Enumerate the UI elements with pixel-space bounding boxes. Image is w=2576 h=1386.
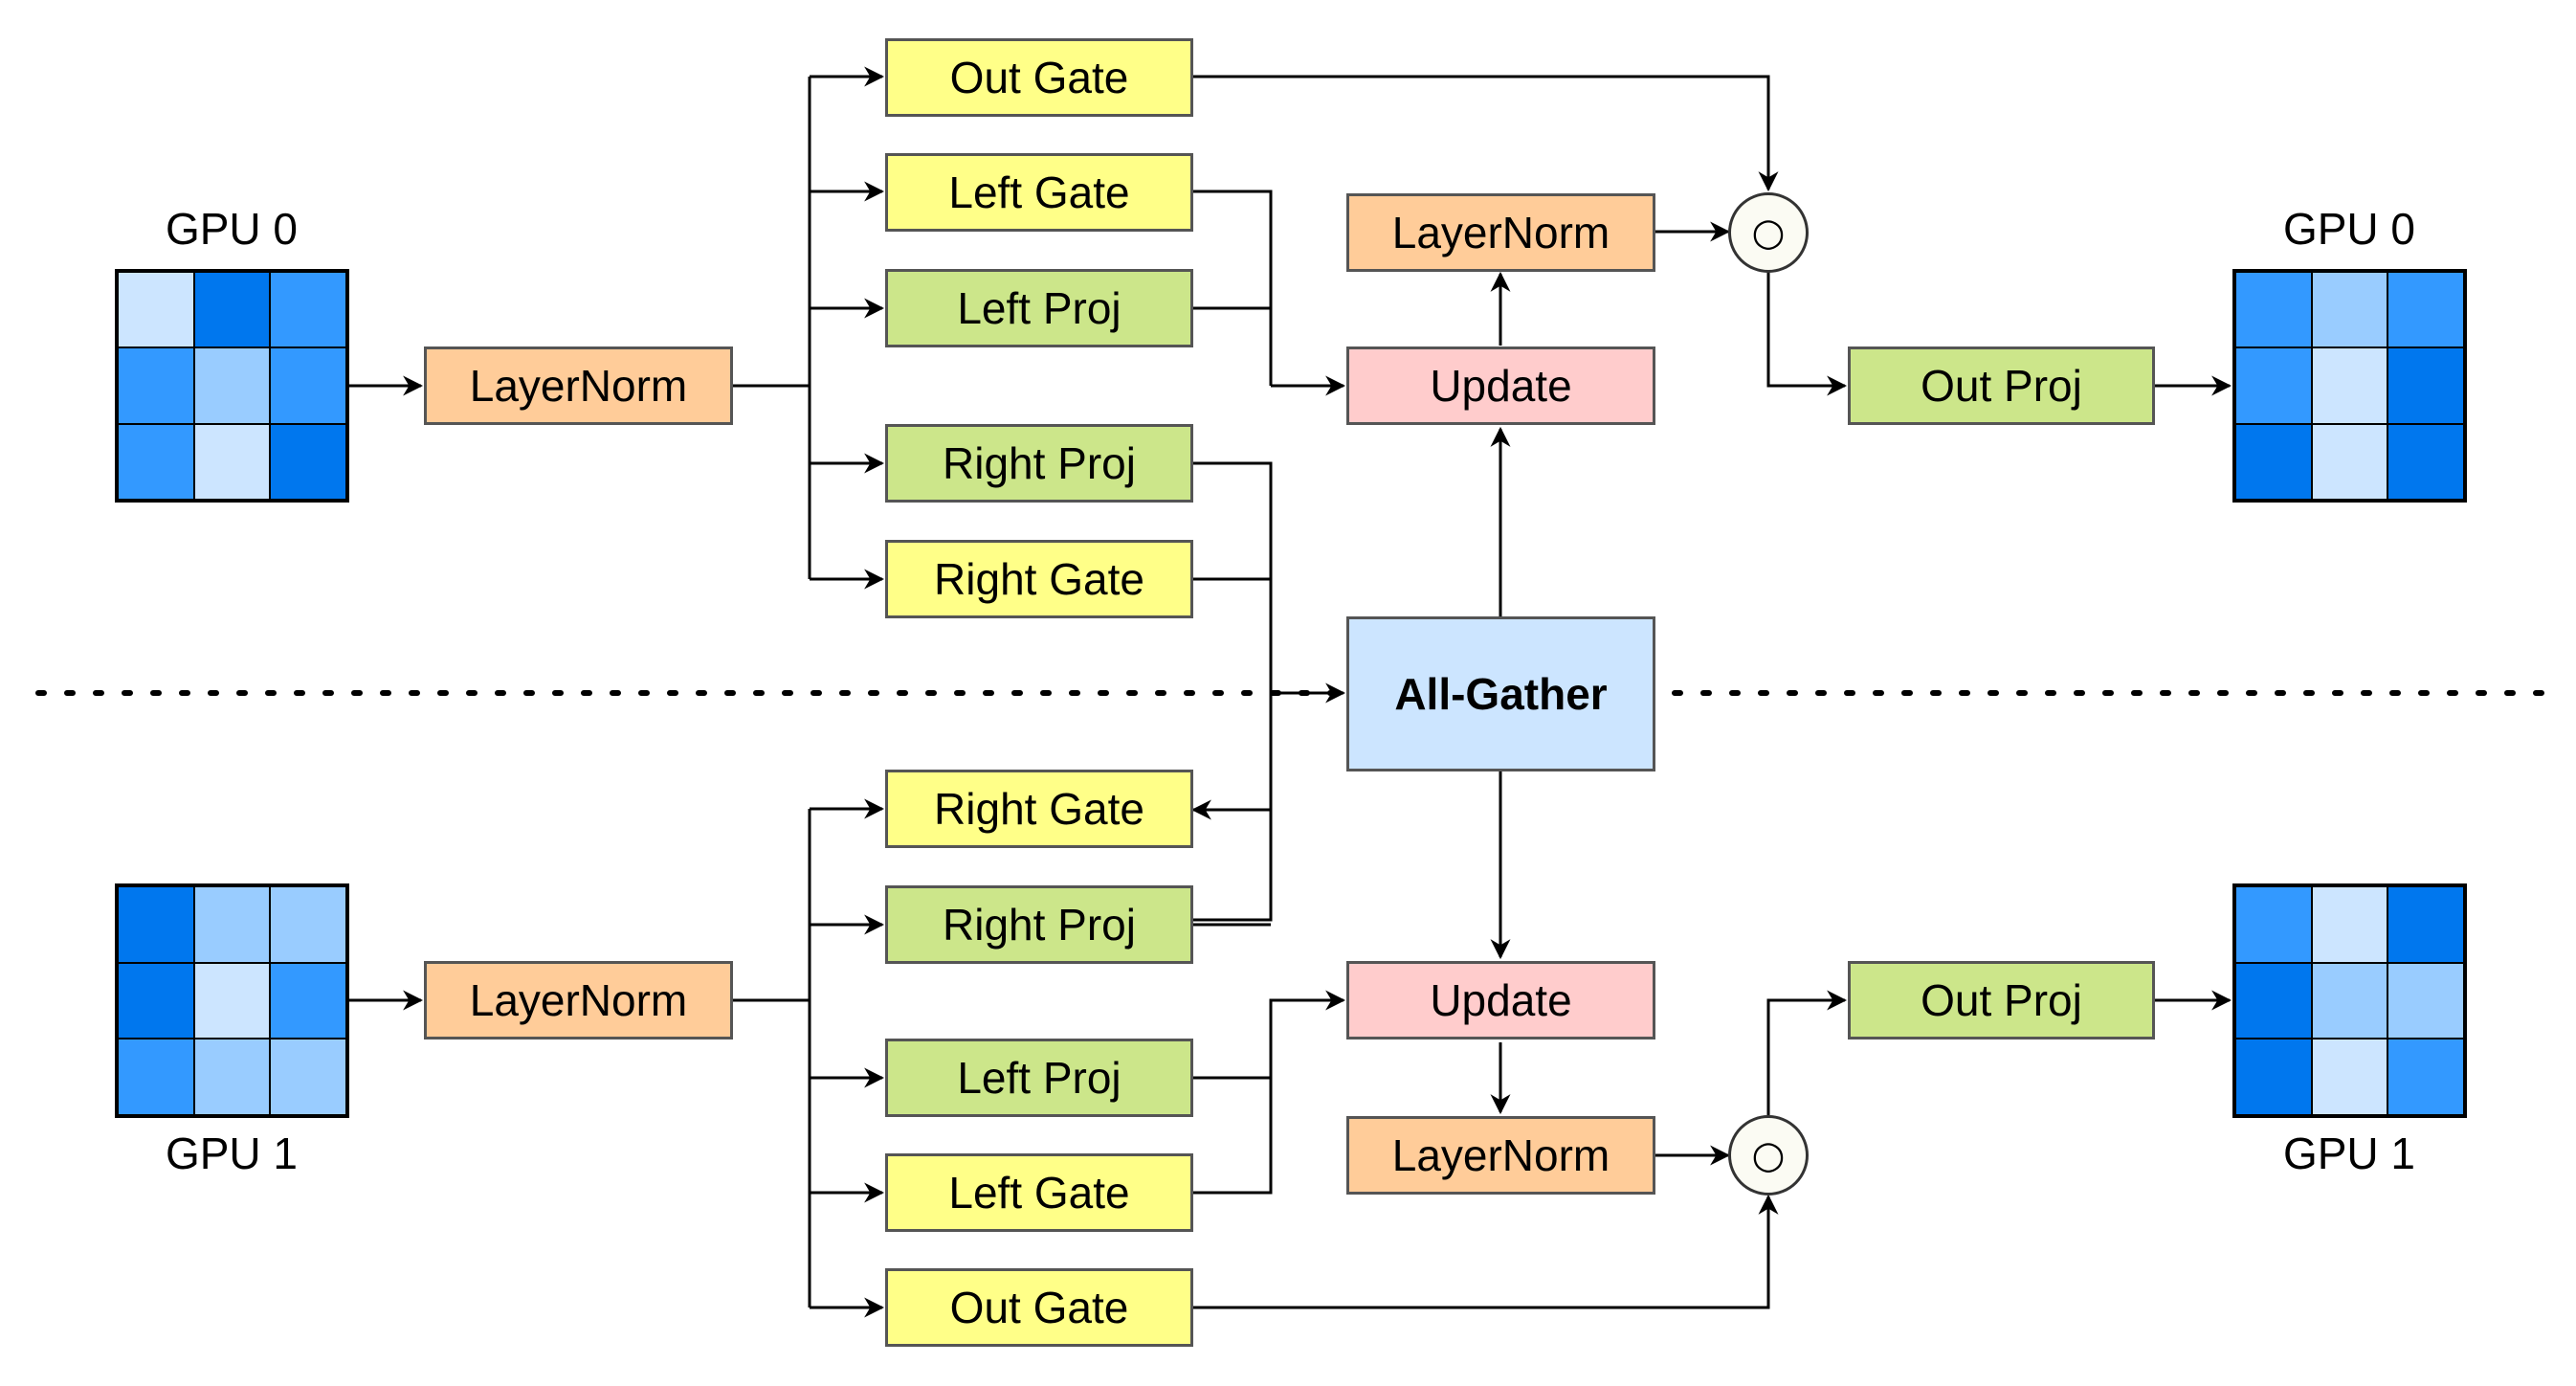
gpu0-left-proj: Left Proj: [885, 269, 1193, 347]
all-gather: All-Gather: [1346, 616, 1655, 771]
matrix-cell: [2311, 423, 2388, 500]
gpu0-out-proj: Out Proj: [1848, 346, 2155, 425]
matrix-cell: [118, 272, 194, 348]
gpu0-layernorm-out: LayerNorm: [1346, 193, 1655, 272]
gpu1-input-matrix: [115, 883, 349, 1118]
matrix-cell: [270, 423, 346, 500]
gpu1-out-gate: Out Gate: [885, 1268, 1193, 1347]
gpu0-output-matrix: [2232, 269, 2467, 503]
matrix-cell: [2387, 423, 2464, 500]
gpu1-layernorm-in: LayerNorm: [424, 961, 733, 1040]
matrix-cell: [2235, 347, 2312, 424]
matrix-cell: [270, 347, 346, 424]
gpu0-right-gate: Right Gate: [885, 540, 1193, 618]
gpu1-hadamard-product: ○: [1728, 1115, 1809, 1196]
gpu1-left-gate: Left Gate: [885, 1153, 1193, 1232]
matrix-cell: [270, 272, 346, 348]
gpu1-left-proj: Left Proj: [885, 1039, 1193, 1117]
matrix-cell: [2311, 272, 2388, 348]
gpu1-out-proj: Out Proj: [1848, 961, 2155, 1040]
matrix-cell: [2387, 347, 2464, 424]
matrix-cell: [2311, 347, 2388, 424]
matrix-cell: [2311, 886, 2388, 963]
matrix-cell: [270, 1039, 346, 1115]
matrix-cell: [193, 962, 271, 1040]
matrix-cell: [2387, 886, 2464, 963]
gpu0-out-gate: Out Gate: [885, 38, 1193, 117]
matrix-cell: [118, 423, 194, 500]
gpu0-update: Update: [1346, 346, 1655, 425]
matrix-cell: [2235, 272, 2312, 348]
matrix-cell: [2311, 1039, 2388, 1115]
matrix-cell: [2311, 962, 2388, 1040]
matrix-cell: [118, 1039, 194, 1115]
matrix-cell: [193, 347, 271, 424]
gpu1-layernorm-out: LayerNorm: [1346, 1116, 1655, 1195]
gpu1-update: Update: [1346, 961, 1655, 1040]
gpu0-output-label: GPU 0: [2282, 204, 2416, 254]
matrix-cell: [2387, 272, 2464, 348]
matrix-cell: [2235, 886, 2312, 963]
gpu1-output-label: GPU 1: [2282, 1129, 2416, 1178]
matrix-cell: [270, 962, 346, 1040]
gpu0-input-label: GPU 0: [165, 204, 299, 254]
matrix-cell: [2387, 1039, 2464, 1115]
matrix-cell: [193, 423, 271, 500]
matrix-cell: [118, 962, 194, 1040]
gpu1-right-proj: Right Proj: [885, 885, 1193, 964]
gpu0-left-gate: Left Gate: [885, 153, 1193, 232]
gpu0-right-proj: Right Proj: [885, 424, 1193, 503]
gpu0-input-matrix: [115, 269, 349, 503]
matrix-cell: [118, 347, 194, 424]
gpu0-layernorm-in: LayerNorm: [424, 346, 733, 425]
gpu1-output-matrix: [2232, 883, 2467, 1118]
matrix-cell: [118, 886, 194, 963]
gpu1-input-label: GPU 1: [165, 1129, 299, 1178]
gpu1-right-gate: Right Gate: [885, 770, 1193, 848]
matrix-cell: [270, 886, 346, 963]
matrix-cell: [2235, 962, 2312, 1040]
matrix-cell: [193, 1039, 271, 1115]
matrix-cell: [2235, 423, 2312, 500]
matrix-cell: [2387, 962, 2464, 1040]
matrix-cell: [193, 886, 271, 963]
matrix-cell: [2235, 1039, 2312, 1115]
gpu0-hadamard-product: ○: [1728, 192, 1809, 273]
matrix-cell: [193, 272, 271, 348]
